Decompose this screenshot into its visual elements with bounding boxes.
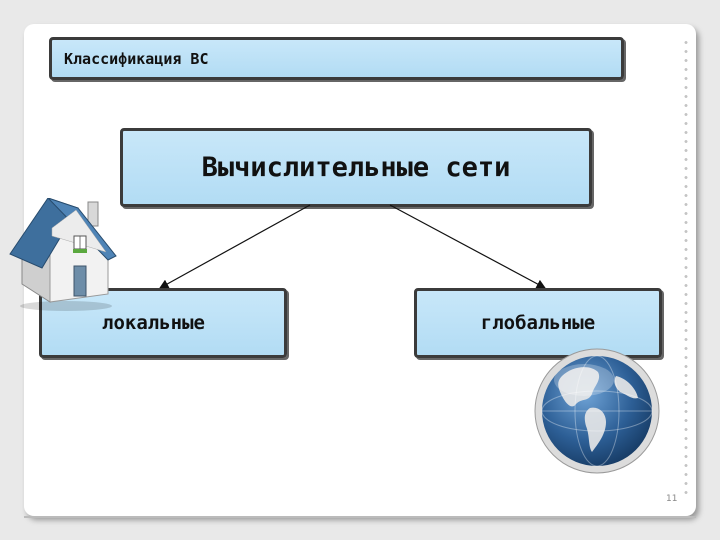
page-number: 11 (666, 494, 678, 504)
root-node-box: Вычислительные сети (120, 128, 592, 207)
slide-bottom-rule (24, 516, 696, 518)
arrow-to-global (389, 204, 547, 289)
house-icon (9, 198, 117, 311)
globe-icon (534, 348, 660, 474)
global-network-label: глобальные (480, 312, 596, 334)
local-network-box: локальные (39, 288, 287, 358)
slide-title: Классификация ВС (64, 49, 209, 68)
root-node-label: Вычислительные сети (201, 152, 511, 183)
decorative-dots (682, 38, 690, 498)
arrow-to-local (158, 204, 311, 289)
local-network-label: локальные (102, 312, 205, 334)
global-network-box: глобальные (414, 288, 662, 358)
slide-title-box: Классификация ВС (49, 37, 624, 80)
